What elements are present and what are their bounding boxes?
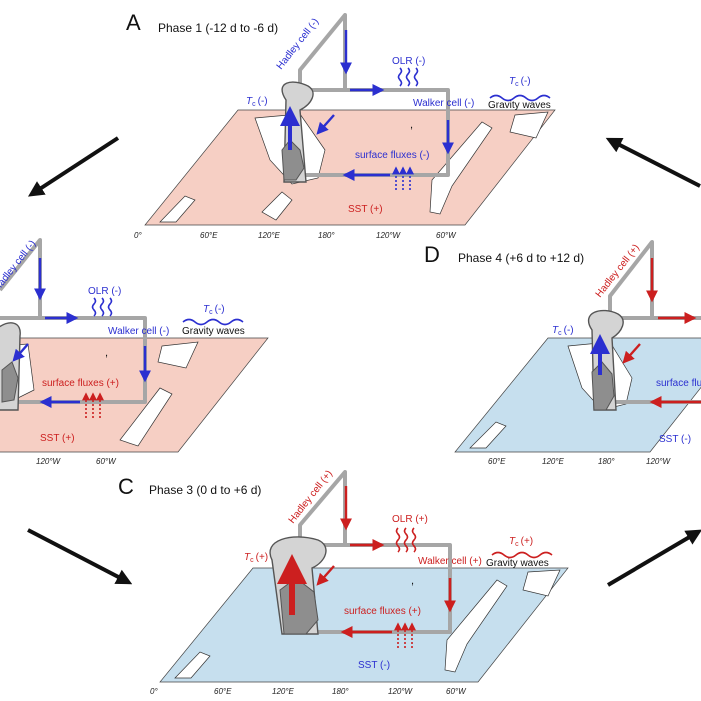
panel-c-tc2-label: Tc(+) — [509, 536, 533, 548]
panel-b-sst-label: SST (+) — [40, 433, 75, 444]
panel-b-island-mark: , — [105, 347, 108, 359]
panel-d-hadley-loop — [608, 240, 654, 320]
panel-a-tick-4: 120°W — [376, 231, 402, 240]
panel-a-letter: A — [126, 10, 141, 35]
panel-c-olr-wiggles — [395, 527, 417, 553]
panel-a-tick-3: 180° — [318, 231, 335, 240]
panel-d-tc-label: Tc(-) — [552, 325, 574, 337]
panel-d-map-cool — [454, 337, 701, 453]
panel-d-fluxes-label: surface flu — [656, 378, 701, 389]
panel-a-olr-wiggles — [397, 67, 419, 87]
panel-c-land-americas — [444, 579, 508, 673]
panel-c-tick-3: 180° — [332, 687, 349, 696]
panel-d-title: Phase 4 (+6 d to +12 d) — [458, 251, 584, 265]
panel-c: C Phase 3 (0 d to +6 d) , Hadley cell (+… — [118, 468, 569, 696]
panel-d-tick-2: 180° — [598, 457, 615, 466]
panel-b-land-americas — [119, 387, 173, 447]
cycle-arrows — [27, 136, 701, 587]
panel-a-hadley-label: Hadley cell (-) — [275, 16, 322, 71]
panel-c-axis-ticks: 0° 60°E 120°E 180° 120°W 60°W — [150, 687, 467, 696]
panel-b-gravity-label: Gravity waves — [182, 326, 245, 337]
panel-c-land-north — [522, 569, 561, 597]
panel-a-tick-5: 60°W — [436, 231, 457, 240]
panel-c-tick-5: 60°W — [446, 687, 467, 696]
panel-a-land-australia — [261, 191, 293, 221]
panel-a-hadley-loop — [298, 13, 347, 92]
panel-d: D Phase 4 (+6 d to +12 d) Hadley cell (+… — [424, 240, 701, 466]
panel-d-tick-3: 120°W — [646, 457, 672, 466]
panel-a-tc2-label: Tc(-) — [509, 76, 531, 88]
panel-a-land-africa — [159, 195, 196, 223]
panel-b: , Hadley cell (-) OLR (-) Walker cell (-… — [0, 238, 269, 466]
panel-c-title: Phase 3 (0 d to +6 d) — [149, 483, 261, 497]
panel-c-tick-2: 120°E — [272, 687, 295, 696]
panel-d-hadley-return-arrow — [622, 343, 641, 364]
panel-b-fluxes-label: surface fluxes (+) — [42, 378, 119, 389]
panel-c-gravity-label: Gravity waves — [486, 558, 549, 569]
panel-d-tick-0: 60°E — [488, 457, 506, 466]
panel-d-letter: D — [424, 242, 440, 267]
panel-a-walker-label: Walker cell (-) — [413, 98, 474, 109]
panel-b-hadley-return-arrow — [12, 343, 29, 362]
panel-d-tick-1: 120°E — [542, 457, 565, 466]
cycle-arrow-a-to-b — [27, 136, 120, 197]
panel-d-sst-label: SST (-) — [659, 434, 691, 445]
panel-a-olr-label: OLR (-) — [392, 56, 425, 67]
panel-b-land-north — [157, 341, 199, 369]
panel-a-island-mark: , — [410, 119, 413, 131]
panel-c-flux-arrows — [394, 622, 416, 648]
panel-a-land-north — [509, 111, 549, 139]
panel-c-island-mark: , — [411, 575, 414, 587]
panel-a-tc-label: Tc(-) — [246, 96, 268, 108]
panel-b-hadley-label: Hadley cell (-) — [0, 238, 38, 293]
panel-b-olr-label: OLR (-) — [88, 286, 121, 297]
panel-b-map-warm — [0, 337, 269, 453]
cycle-arrow-c-to-d — [606, 529, 701, 587]
panel-c-sst-label: SST (-) — [358, 660, 390, 671]
panel-c-hadley-label: Hadley cell (+) — [287, 468, 335, 525]
panel-a-gravity-wave-line — [489, 94, 551, 102]
panel-a-title: Phase 1 (-12 d to -6 d) — [158, 21, 278, 35]
panel-b-axis-ticks: 120°W 60°W — [36, 457, 117, 466]
panel-b-tick-1: 60°W — [96, 457, 117, 466]
panel-a-tick-1: 60°E — [200, 231, 218, 240]
panel-c-letter: C — [118, 474, 134, 499]
panel-a-tick-0: 0° — [134, 231, 142, 240]
panel-d-land-africa — [469, 421, 507, 449]
panel-b-olr-wiggles — [91, 297, 113, 317]
panel-a-sst-label: SST (+) — [348, 204, 383, 215]
panel-b-cloud-core — [1, 361, 19, 403]
panel-b-tick-0: 120°W — [36, 457, 62, 466]
panel-b-flux-arrows — [82, 392, 104, 418]
panel-a-tick-2: 120°E — [258, 231, 281, 240]
panel-c-walker-label: Walker cell (+) — [418, 556, 482, 567]
panel-c-land-africa — [174, 651, 211, 679]
panel-c-olr-label: OLR (+) — [392, 514, 428, 525]
panel-d-hadley-label: Hadley cell (+) — [594, 242, 642, 299]
panel-c-hadley-return-arrow — [316, 565, 335, 586]
panel-c-hadley-loop — [298, 470, 347, 547]
panel-b-tc2-label: Tc(-) — [203, 304, 225, 316]
panel-b-walker-label: Walker cell (-) — [108, 326, 169, 337]
panel-a: A Phase 1 (-12 d to -6 d) , Hadley — [126, 10, 556, 240]
panel-a-land-americas — [429, 121, 493, 215]
panel-a-axis-ticks: 0° 60°E 120°E 180° 120°W 60°W — [134, 231, 457, 240]
panel-a-fluxes-label: surface fluxes (-) — [355, 150, 429, 161]
panel-c-tick-4: 120°W — [388, 687, 414, 696]
panel-c-tc-label: Tc(+) — [244, 552, 268, 564]
panel-c-tick-0: 0° — [150, 687, 158, 696]
panel-c-tick-1: 60°E — [214, 687, 232, 696]
cycle-arrow-b-to-c — [27, 528, 133, 585]
cycle-arrow-d-to-a — [605, 137, 701, 188]
panel-a-gravity-label: Gravity waves — [488, 100, 551, 111]
panel-c-fluxes-label: surface fluxes (+) — [344, 606, 421, 617]
panel-c-gravity-wave-line — [491, 551, 553, 559]
panel-a-hadley-return-arrow — [316, 114, 335, 135]
panel-d-axis-ticks: 60°E 120°E 180° 120°W — [488, 457, 672, 466]
panel-b-gravity-wave-line — [182, 318, 244, 326]
panel-c-map-cool — [159, 567, 569, 683]
